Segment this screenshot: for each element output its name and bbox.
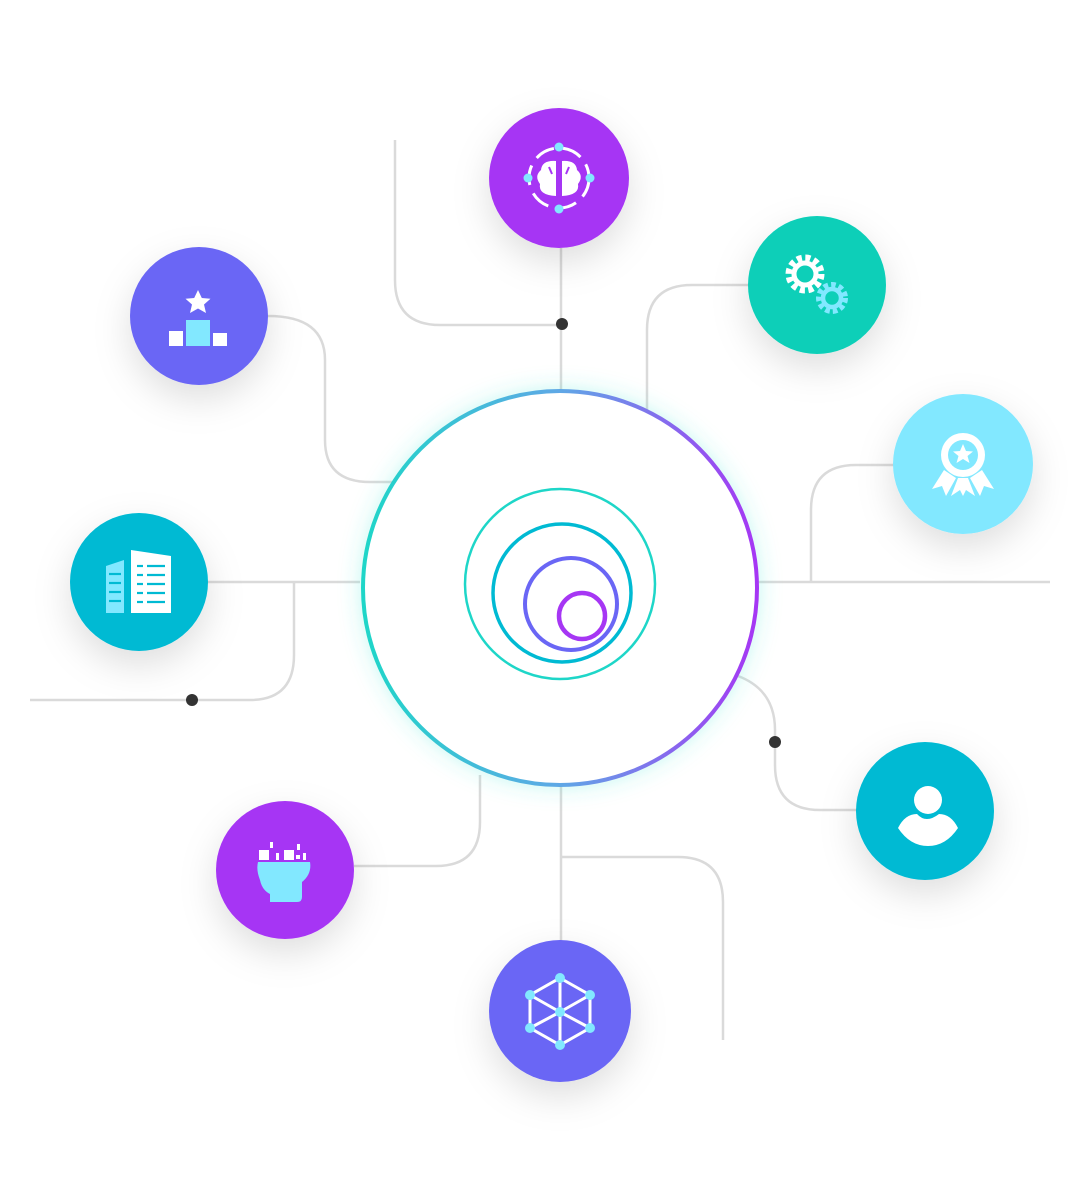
buildings-icon [106,550,171,613]
head-ideas-icon [257,842,311,902]
gears-icon [785,254,848,314]
network-cube-icon [525,973,595,1050]
node-award[interactable] [893,394,1033,534]
junction-dots [186,318,781,748]
concentric-circles-icon [463,487,657,681]
node-network-cube[interactable] [489,940,631,1082]
junction-dot [556,318,568,330]
brain-icon [523,142,595,214]
node-head-ideas[interactable] [216,801,354,939]
connector-lines [30,25,1080,1130]
node-buildings[interactable] [70,513,208,651]
node-podium[interactable] [130,247,268,385]
node-user[interactable] [856,742,994,880]
junction-dot [769,736,781,748]
center-hub [361,389,759,787]
node-gears[interactable] [748,216,886,354]
award-ribbon-icon [932,433,994,496]
user-icon [898,786,958,846]
junction-dot [186,694,198,706]
node-brain[interactable] [489,108,629,248]
podium-star-icon [169,290,227,346]
